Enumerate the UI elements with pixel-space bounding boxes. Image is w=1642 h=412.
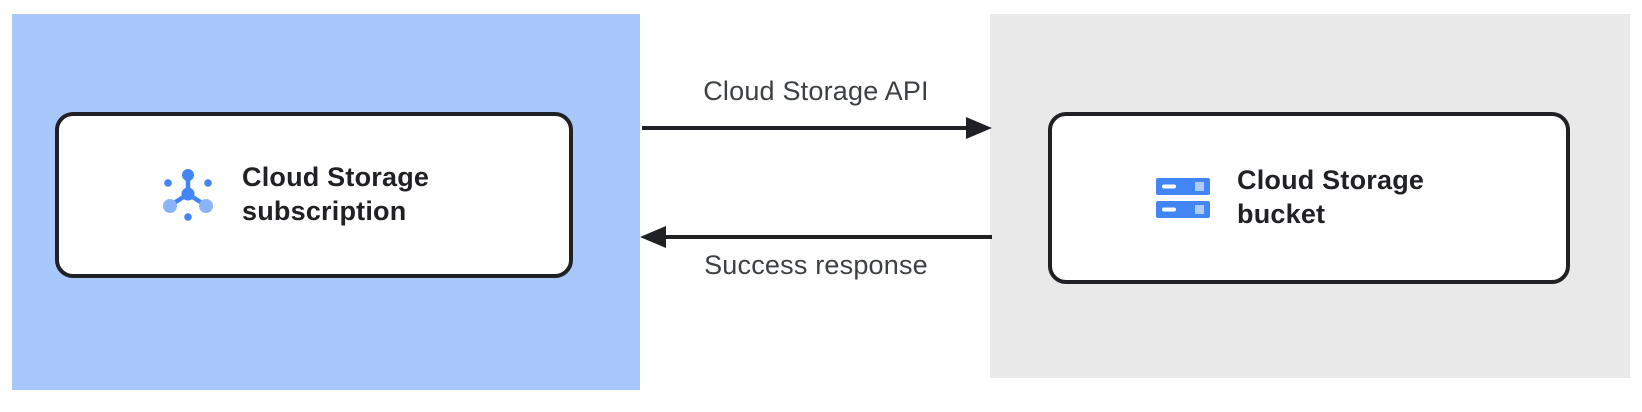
- bucket-node: Cloud Storage bucket: [1048, 112, 1570, 284]
- bucket-region: Cloud Storage bucket: [990, 14, 1630, 378]
- subscription-node: Cloud Storage subscription: [55, 112, 573, 278]
- request-arrow-label: Cloud Storage API: [703, 76, 929, 106]
- cloud-storage-icon: [1151, 166, 1215, 230]
- subscription-region: Cloud Storage subscription: [12, 14, 640, 390]
- response-arrow-label: Success response: [704, 250, 928, 280]
- pubsub-icon: [156, 163, 220, 227]
- pubsub-icon-graphic: [163, 169, 213, 221]
- subscription-node-label: Cloud Storage subscription: [242, 162, 430, 226]
- response-arrow-head: [640, 226, 666, 248]
- bucket-node-label: Cloud Storage bucket: [1237, 165, 1425, 229]
- request-arrow-head: [966, 117, 992, 139]
- cloud-storage-icon-graphic: [1156, 178, 1210, 218]
